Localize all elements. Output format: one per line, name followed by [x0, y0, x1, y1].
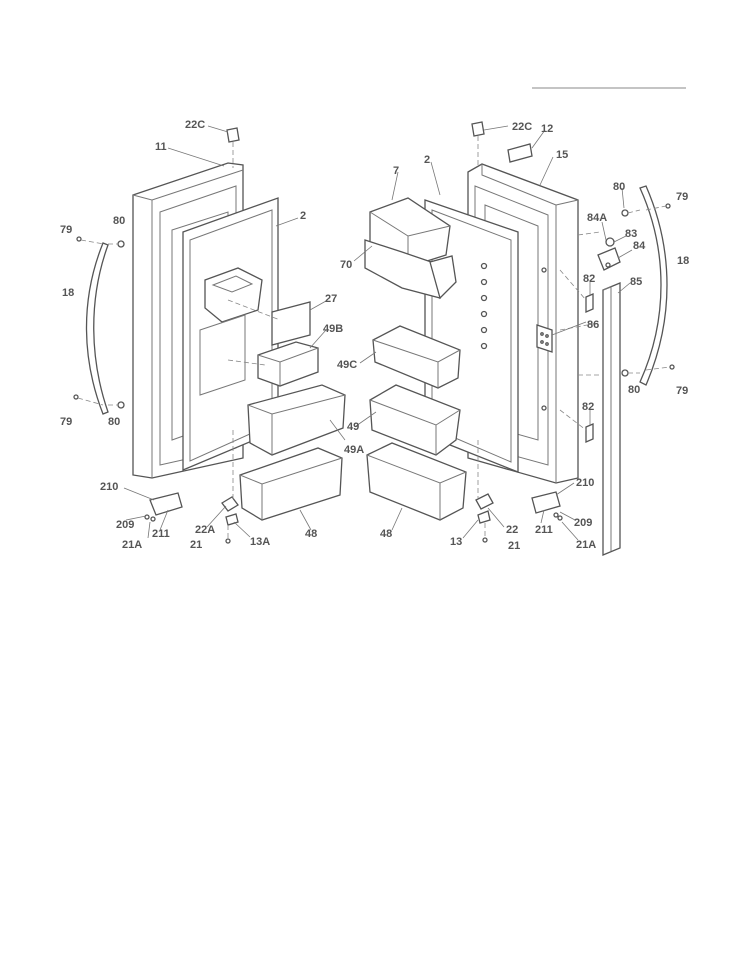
label-80-bottom-right: 80 [628, 384, 640, 396]
label-82-bottom: 82 [582, 401, 594, 413]
label-86: 86 [587, 319, 599, 331]
label-79-bottom-right: 79 [676, 385, 688, 397]
label-22C-right: 22C [512, 121, 532, 133]
label-80-bottom-left: 80 [108, 416, 120, 428]
left-bottom-door-bin [239, 447, 343, 521]
label-85: 85 [630, 276, 642, 288]
label-22: 22 [506, 524, 518, 536]
label-83: 83 [625, 228, 637, 240]
right-middle-door-bin [369, 384, 461, 456]
right-assembly-lines [477, 231, 601, 498]
label-70: 70 [340, 259, 352, 271]
right-lower-hinge-parts [475, 491, 563, 543]
left-assembly-lines [227, 299, 281, 500]
label-21-right: 21 [508, 540, 520, 552]
label-11: 11 [155, 141, 167, 153]
label-210-right: 210 [576, 477, 594, 489]
left-door-handle [85, 242, 109, 415]
label-15: 15 [556, 149, 568, 161]
label-2-right: 2 [424, 154, 430, 166]
label-80-top-left: 80 [113, 215, 125, 227]
label-80-top-right: 80 [613, 181, 625, 193]
label-79-top-right: 79 [676, 191, 688, 203]
right-door-control-panel [536, 324, 553, 353]
label-49A: 49A [344, 444, 364, 456]
label-18-right: 18 [677, 255, 689, 267]
label-211-left: 211 [152, 528, 170, 540]
label-22A: 22A [195, 524, 215, 536]
leader-lines [123, 125, 633, 541]
right-top-hinge-pin [471, 121, 533, 165]
label-84A: 84A [587, 212, 607, 224]
right-bottom-door-bin [366, 442, 467, 521]
label-12: 12 [541, 123, 553, 135]
label-210-left: 210 [100, 481, 118, 493]
label-27: 27 [325, 293, 337, 305]
right-door-trim-strip [602, 282, 621, 556]
label-13A: 13A [250, 536, 270, 548]
left-handle-screws [73, 236, 125, 409]
right-upper-door-bin [372, 325, 461, 389]
label-209-left: 209 [116, 519, 134, 531]
label-2-left: 2 [300, 210, 306, 222]
label-211-right: 211 [535, 524, 553, 536]
label-21A-right: 21A [576, 539, 596, 551]
label-49B: 49B [323, 323, 343, 335]
label-79-bottom-left: 79 [60, 416, 72, 428]
right-dairy-compartment [364, 197, 457, 300]
label-7: 7 [393, 165, 399, 177]
left-middle-door-bin [247, 384, 346, 456]
label-48-left: 48 [305, 528, 317, 540]
right-door-clips [585, 293, 594, 443]
right-handle-bracket [597, 237, 621, 271]
label-209-right: 209 [574, 517, 592, 529]
label-49: 49 [347, 421, 359, 433]
label-22C-left: 22C [185, 119, 205, 131]
left-top-hinge-pin [226, 127, 240, 168]
label-48-right: 48 [380, 528, 392, 540]
left-small-shelf-bin [257, 301, 319, 387]
label-49C: 49C [337, 359, 357, 371]
left-lower-hinge-parts [144, 492, 239, 544]
label-21A-left: 21A [122, 539, 142, 551]
label-21-left: 21 [190, 539, 202, 551]
right-liner-shelf-supports [480, 262, 547, 411]
callout-labels: 22C 11 2 79 80 18 79 80 27 49B 49A 210 2… [60, 119, 689, 552]
right-door-handle [639, 185, 668, 386]
left-liner-dispenser [199, 267, 263, 396]
label-13: 13 [450, 536, 462, 548]
label-18-left: 18 [62, 287, 74, 299]
label-82-top: 82 [583, 273, 595, 285]
label-84: 84 [633, 240, 646, 252]
label-79-top-left: 79 [60, 224, 72, 236]
right-handle-screws [621, 203, 675, 377]
